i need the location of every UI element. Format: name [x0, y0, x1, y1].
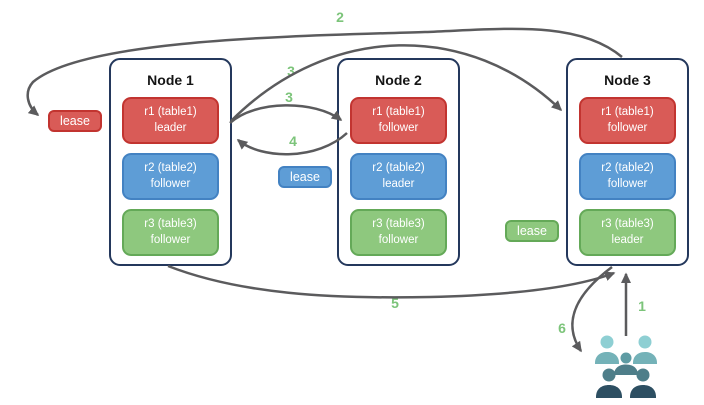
- replica-role: leader: [154, 121, 187, 134]
- step-label-3a: 3: [287, 63, 295, 79]
- node-2-box: Node 2 r1 (table1) follower r2 (table2) …: [337, 58, 460, 266]
- replica-name: r3 (table3): [372, 218, 425, 231]
- replica-name: r2 (table2): [601, 162, 654, 175]
- replica-name: r3 (table3): [144, 218, 197, 231]
- lease-badge-r1: lease: [48, 110, 102, 132]
- node-2-replica-r1: r1 (table1) follower: [350, 97, 447, 144]
- step-label-3b: 3: [285, 89, 293, 105]
- node-3-replica-r2: r2 (table2) follower: [579, 153, 676, 200]
- replica-role: follower: [607, 177, 648, 190]
- node-2-title: Node 2: [375, 72, 422, 88]
- replica-role: follower: [607, 121, 648, 134]
- step-label-5: 5: [391, 295, 399, 311]
- person-head: [638, 335, 652, 349]
- lease-badge-r3: lease: [505, 220, 559, 242]
- node-3-replica-r1: r1 (table1) follower: [579, 97, 676, 144]
- person-body: [595, 352, 619, 364]
- person-head: [636, 368, 650, 382]
- node-1-replica-r1: r1 (table1) leader: [122, 97, 219, 144]
- node-1-replica-r3: r3 (table3) follower: [122, 209, 219, 256]
- replica-name: r1 (table1): [601, 106, 654, 119]
- replica-role: follower: [378, 233, 419, 246]
- node-3-box: Node 3 r1 (table1) follower r2 (table2) …: [566, 58, 689, 266]
- replica-name: r2 (table2): [372, 162, 425, 175]
- step-label-1: 1: [638, 298, 646, 314]
- node-2-replica-r3: r3 (table3) follower: [350, 209, 447, 256]
- lease-badge-r2: lease: [278, 166, 332, 188]
- person-head: [600, 335, 614, 349]
- person-body: [596, 385, 622, 398]
- replica-role: follower: [150, 177, 191, 190]
- replica-role: follower: [378, 121, 419, 134]
- node-1-title: Node 1: [147, 72, 194, 88]
- replica-name: r1 (table1): [372, 106, 425, 119]
- replica-name: r3 (table3): [601, 218, 654, 231]
- replica-role: follower: [150, 233, 191, 246]
- arrow-step-3-short: [229, 104, 343, 124]
- replica-name: r1 (table1): [144, 106, 197, 119]
- node-2-replica-r2: r2 (table2) leader: [350, 153, 447, 200]
- person-head: [620, 352, 632, 364]
- person-body: [614, 364, 638, 375]
- replica-name: r2 (table2): [144, 162, 197, 175]
- users-group-icon: [595, 335, 657, 398]
- person-head: [602, 368, 616, 382]
- replica-role: leader: [382, 177, 415, 190]
- node-1-box: Node 1 r1 (table1) leader r2 (table2) fo…: [109, 58, 232, 266]
- arrow-step-5: [167, 264, 616, 299]
- node-3-title: Node 3: [604, 72, 651, 88]
- step-label-2: 2: [336, 9, 344, 25]
- replica-role: leader: [611, 233, 644, 246]
- arrow-step-6: [571, 266, 613, 353]
- node-1-replica-r2: r2 (table2) follower: [122, 153, 219, 200]
- step-label-6: 6: [558, 320, 566, 336]
- person-body: [633, 352, 657, 364]
- node-3-replica-r3: r3 (table3) leader: [579, 209, 676, 256]
- person-body: [630, 385, 656, 398]
- step-label-4: 4: [289, 133, 297, 149]
